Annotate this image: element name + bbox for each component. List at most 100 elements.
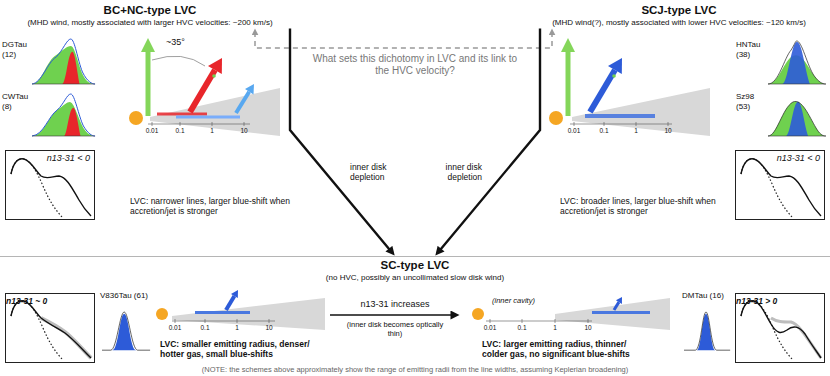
profile-line [32, 39, 95, 84]
jet-arrow [566, 51, 571, 116]
radius-axis [172, 321, 275, 322]
sed-curve [11, 301, 91, 358]
emitting-radius-bar [157, 113, 207, 116]
target-name: CWTau (8) [2, 92, 32, 111]
sc-type-panel: SC-type LVC(no HVC, possibly an uncollim… [0, 256, 830, 364]
lvc-type-header: SCJ-type LVC(MHD wind(?), mostly associa… [530, 2, 828, 28]
disk [150, 88, 280, 136]
wind-arrowhead [245, 84, 254, 94]
sed-panel: n13-31 > 0 [735, 293, 825, 363]
profile-fill [782, 42, 810, 84]
jet-arrowhead [141, 38, 155, 52]
jet-arrowhead [561, 38, 575, 52]
caption: (NOTE: the schemes above approximately s… [0, 365, 830, 374]
target-name: Sz98 (53) [736, 92, 766, 111]
lvc-type-header: BC+NC-type LVC(MHD wind, mostly associat… [0, 2, 300, 28]
profile-fill [112, 314, 136, 351]
profile-fill [62, 52, 79, 84]
angle-label: ~35° [166, 37, 198, 48]
target-name: DGTau (12) [2, 40, 32, 59]
profile-line [768, 101, 826, 136]
profile-fill [697, 314, 715, 351]
sed-band [41, 318, 91, 358]
photosphere-curve [11, 301, 63, 360]
star [156, 308, 168, 320]
radius-tick: 1 [626, 127, 646, 135]
radius-tick: 10 [658, 127, 678, 135]
line-profile [102, 312, 150, 350]
axis-ticks [574, 122, 668, 126]
type-subtitle: (MHD wind, mostly associated with larger… [2, 18, 298, 28]
emitting-radius-bar [176, 116, 240, 119]
emitting-radius-bar [585, 114, 655, 118]
lvc-description: LVC: broader lines, larger blue-shift wh… [560, 196, 725, 216]
line-profile [768, 41, 826, 84]
line-profile [768, 101, 826, 136]
baseline [768, 136, 826, 137]
spectral-index: n13-31 > 0 [736, 294, 824, 306]
profile-fill [768, 101, 826, 136]
type-subtitle: (no HVC, possibly an uncollimated slow d… [0, 273, 830, 283]
transition-arrow [330, 314, 455, 316]
edge-label: n13-31 increases [355, 299, 435, 310]
target-name: HNTau (38) [736, 40, 766, 59]
wind-dot [212, 74, 216, 78]
wind-arrowhead [608, 58, 622, 74]
radius-tick: 0.1 [594, 127, 614, 135]
wind-arrowhead [231, 290, 238, 298]
cavity-label: (inner cavity) [492, 296, 552, 305]
wind-arrow [614, 302, 619, 310]
type-title: SCJ-type LVC [532, 4, 826, 18]
profile-line [32, 94, 95, 136]
radius-tick: 0.01 [165, 324, 185, 332]
sed-panel: n13-31 < 0 [735, 150, 825, 220]
sed-curve [741, 301, 821, 358]
radius-tick: 1 [227, 324, 247, 332]
radius-tick: 10 [578, 324, 598, 332]
target-name: V836Tau (61) [100, 291, 155, 301]
transition-note: (inner disk becomes optically thin) [345, 320, 445, 338]
type-title: SC-type LVC [0, 257, 830, 273]
spectral-index: n13-31 < 0 [6, 151, 94, 164]
wind-dot [612, 74, 616, 78]
axis-ticks [490, 319, 588, 323]
profile-line [768, 41, 826, 84]
line-profile [684, 312, 730, 350]
sed-curve [11, 159, 91, 216]
radius-axis [148, 124, 250, 125]
wind-arrow [590, 70, 615, 112]
sed-curves [11, 301, 91, 360]
disk [555, 298, 670, 330]
baseline [32, 136, 95, 137]
jet-arrow [146, 51, 151, 116]
baseline [768, 84, 826, 85]
type-title: BC+NC-type LVC [2, 4, 298, 18]
spectral-index: n13-31 < 0 [736, 151, 824, 164]
radius-axis [486, 321, 592, 322]
profile-line [684, 312, 730, 350]
wind-arrow [190, 70, 215, 112]
lvc-scheme: LVC: smaller emitting radius, denser/ ho… [0, 291, 330, 365]
star [472, 308, 484, 320]
profile-fill [786, 102, 808, 136]
radius-tick: 10 [259, 324, 279, 332]
radius-tick: 0.01 [142, 127, 162, 135]
star [549, 111, 563, 125]
emitting-radius-bar [195, 311, 250, 314]
axis-ticks [175, 319, 269, 323]
radius-tick: 0.01 [564, 127, 584, 135]
edge-label: What sets this dichotomy in LVC and its … [310, 53, 520, 77]
radius-tick: 10 [234, 127, 254, 135]
profile-line [102, 312, 150, 350]
emitting-radius-bar [592, 311, 650, 314]
disk [172, 298, 325, 330]
wind-arrowhead [616, 297, 622, 304]
photosphere-curve [11, 159, 63, 218]
wind-arrow [226, 296, 234, 310]
star [129, 111, 143, 125]
lvc-description: LVC: narrower lines, larger blue-shift w… [130, 196, 295, 216]
sed-panel: n13-31 ~ 0 [5, 293, 95, 363]
radius-tick: 0.1 [512, 324, 532, 332]
sed-curve [741, 159, 821, 216]
